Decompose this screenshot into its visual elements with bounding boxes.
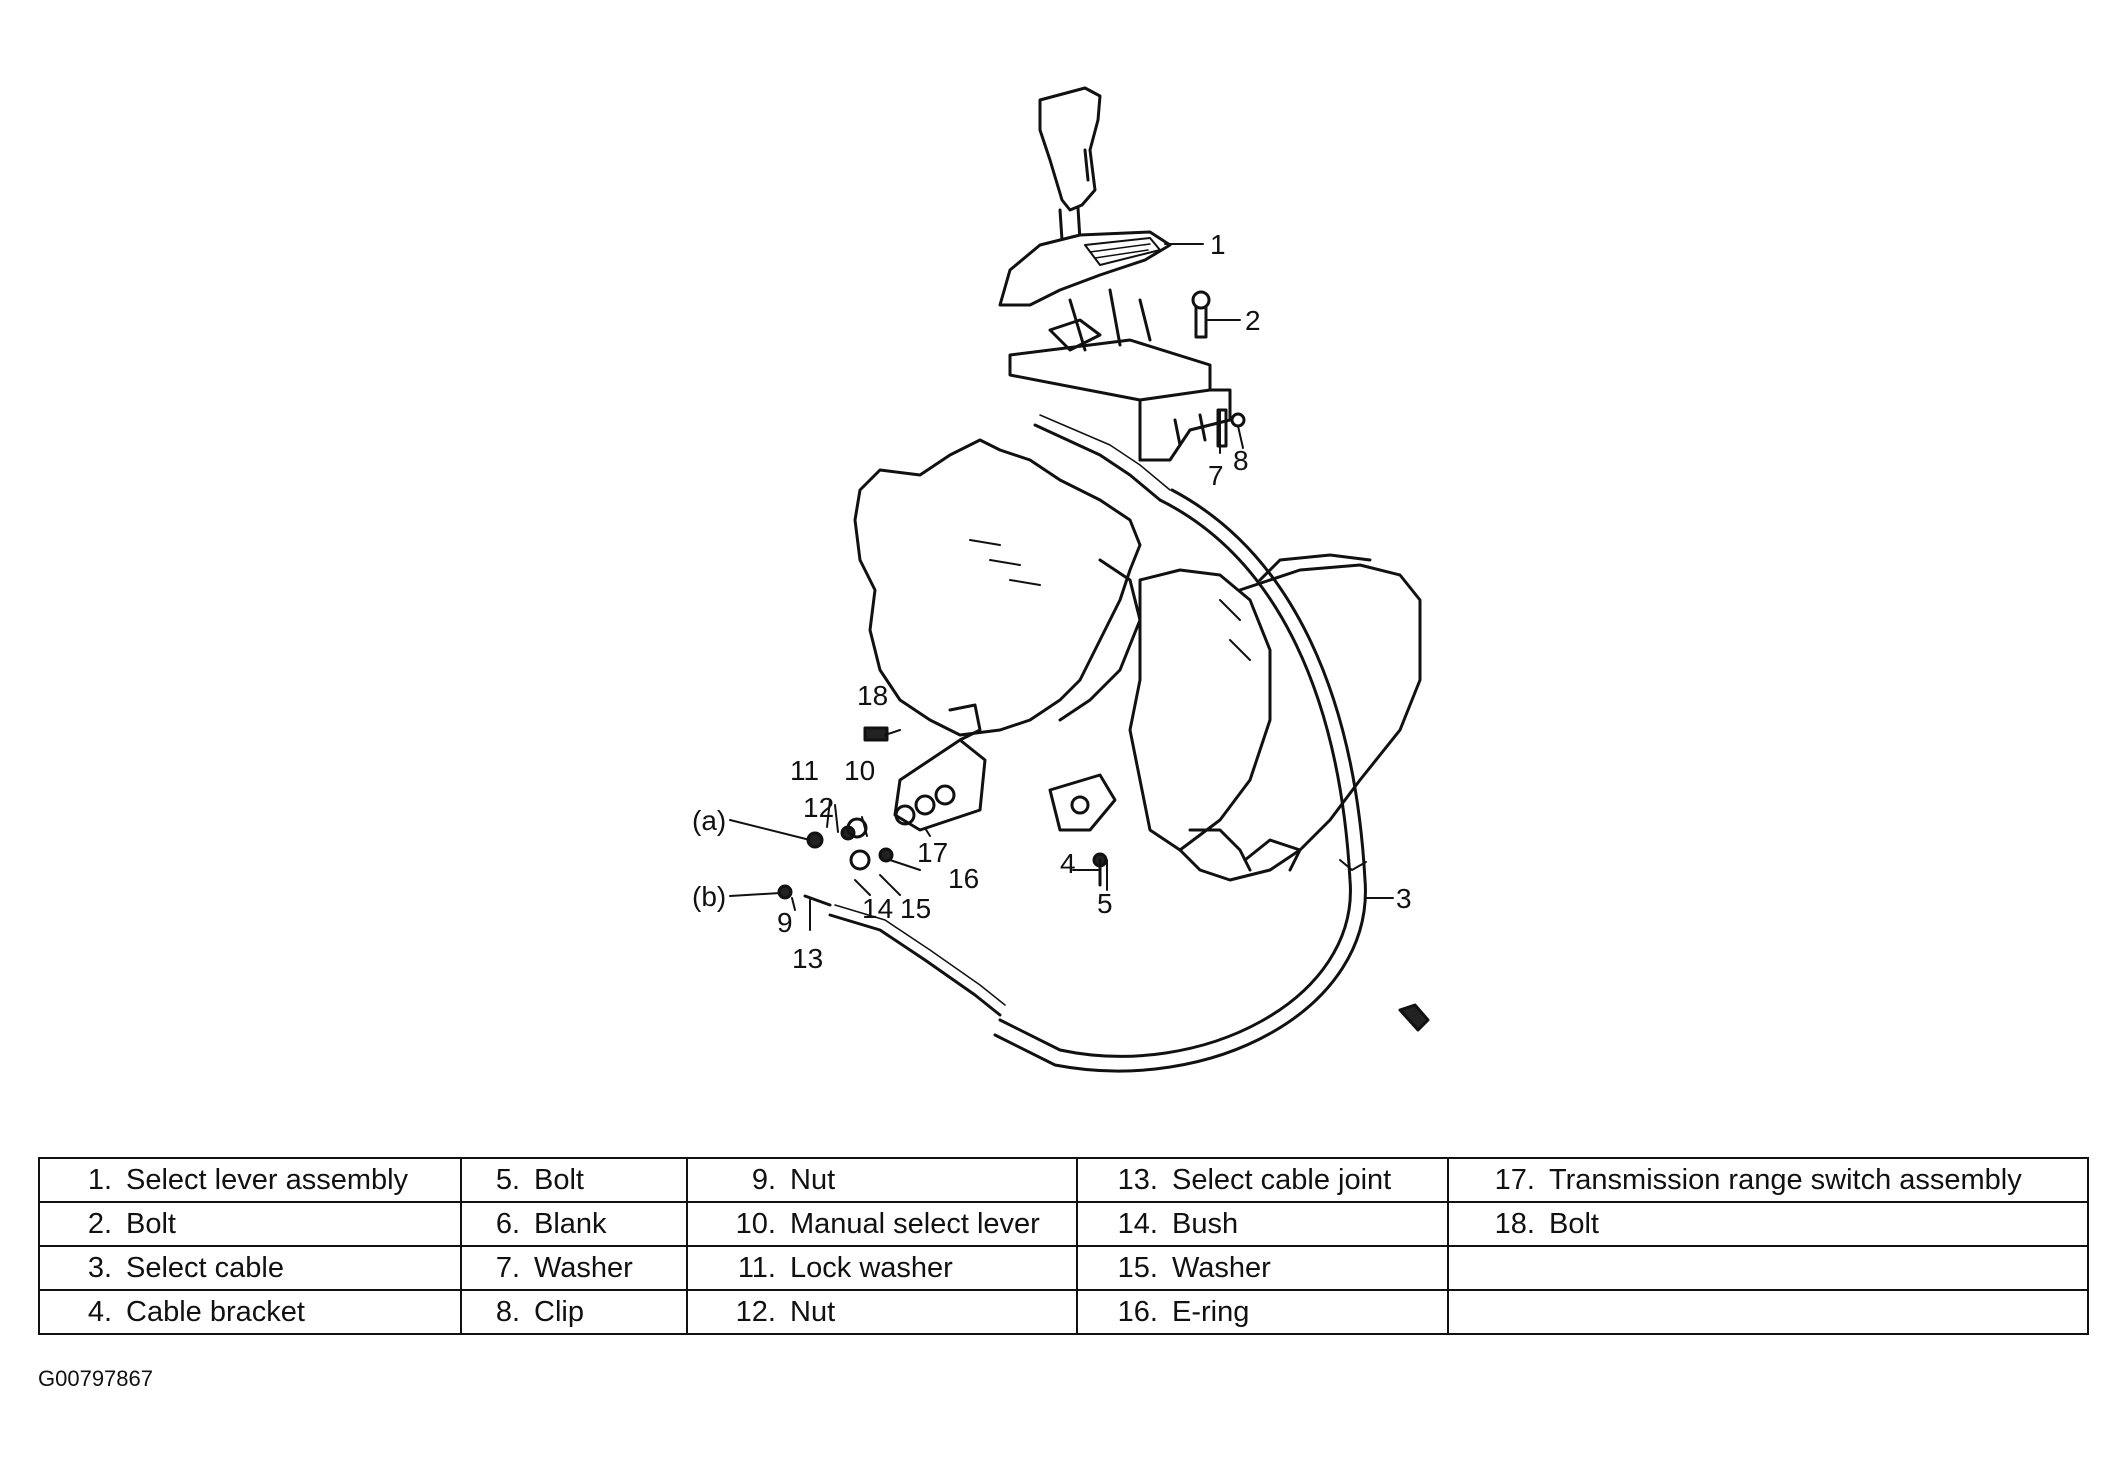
callout-1: 1 [1210,229,1226,260]
legend-cell: 18. Bolt [1447,1201,2089,1247]
legend-item-label: Select cable [126,1251,284,1284]
legend-cell: 5. Bolt [460,1157,688,1203]
legend-cell: 10. Manual select lever [686,1201,1078,1247]
exploded-view-diagram: 1 2 3 4 5 7 8 9 10 11 12 13 14 15 16 17 … [692,86,1430,1073]
legend-cell: 4. Cable bracket [38,1289,462,1335]
legend-item-number: 16. [1117,1295,1158,1328]
callout-3: 3 [1396,883,1412,914]
legend-item-number: 8. [495,1295,520,1328]
legend-cell: 14. Bush [1076,1201,1449,1247]
callout-17: 17 [917,837,948,868]
legend-cell: 3. Select cable [38,1245,462,1291]
legend-cell: 6. Blank [460,1201,688,1247]
legend-item-number: 13. [1117,1163,1158,1196]
callout-4: 4 [1060,848,1076,879]
legend-item-label: Select cable joint [1172,1163,1392,1196]
callout-a: (a) [692,805,726,836]
legend-row: 4. Cable bracket 8. Clip 12. Nut 16. E-ring [38,1289,2089,1335]
legend-item-label: Transmission range switch assembly [1549,1163,2022,1196]
legend-item-label: Nut [790,1163,836,1196]
callout-8: 8 [1233,445,1249,476]
legend-cell: 8. Clip [460,1289,688,1335]
cable-bracket-part [1048,773,1117,832]
legend-item-label: Bush [1172,1207,1239,1240]
transmission-case [853,438,1422,882]
callout-16: 16 [948,863,979,894]
select-cable [828,414,1367,1073]
legend-item-number: 12. [735,1295,776,1328]
legend-item-number: 6. [495,1207,520,1240]
legend-cell [1447,1245,2089,1291]
callout-5: 5 [1097,888,1113,919]
legend-item-number: 7. [495,1251,520,1284]
legend-cell: 13. Select cable joint [1076,1157,1449,1203]
parts-legend-table: 1. Select lever assembly 5. Bolt 9. Nut 13. Sel… [38,1157,2089,1335]
legend-item-label: Lock washer [790,1251,953,1284]
callout-7: 7 [1208,460,1224,491]
legend-item-label: Washer [1172,1251,1271,1284]
parts-legend-body: 1. Select lever assembly 5. Bolt 9. Nut 13. Sel… [38,1157,2089,1335]
callout-18: 18 [857,680,888,711]
callout-11: 11 [790,755,819,786]
callout-15: 15 [900,893,931,924]
legend-item-label: Blank [534,1207,607,1240]
legend-item-label: Cable bracket [126,1295,305,1328]
callout-12: 12 [803,792,834,823]
legend-item-label: Bolt [126,1207,176,1240]
callout-14: 14 [862,893,893,924]
legend-row: 1. Select lever assembly 5. Bolt 9. Nut 13. Sel… [38,1157,2089,1203]
leader-lines [729,243,1394,931]
range-switch-assembly [893,703,987,832]
legend-cell: 11. Lock washer [686,1245,1078,1291]
callout-13: 13 [792,943,823,974]
legend-row: 2. Bolt 6. Blank 10. Manual select lever 14. Bu… [38,1201,2089,1247]
legend-item-number: 14. [1117,1207,1158,1240]
legend-item-number: 18. [1494,1207,1535,1240]
legend-item-label: Manual select lever [790,1207,1040,1240]
legend-cell: 2. Bolt [38,1201,462,1247]
indicator-cover [998,230,1172,307]
legend-item-label: Clip [534,1295,584,1328]
legend-item-number: 1. [87,1163,112,1196]
legend-cell: 9. Nut [686,1157,1078,1203]
legend-row: 3. Select cable 7. Washer 11. Lock washer 15. W… [38,1245,2089,1291]
legend-item-label: Bolt [534,1163,584,1196]
callout-9: 9 [777,907,793,938]
legend-item-number: 3. [87,1251,112,1284]
legend-item-number: 10. [735,1207,776,1240]
legend-item-number: 9. [751,1163,776,1196]
legend-item-label: E-ring [1172,1295,1250,1328]
legend-item-number: 15. [1117,1251,1158,1284]
select-lever-knob [1038,86,1102,242]
legend-cell [1447,1289,2089,1335]
legend-cell: 7. Washer [460,1245,688,1291]
legend-item-label: Bolt [1549,1207,1599,1240]
callout-b: (b) [692,881,726,912]
legend-cell: 15. Washer [1076,1245,1449,1291]
legend-item-label: Select lever assembly [126,1163,409,1196]
legend-item-label: Washer [534,1251,633,1284]
lever-base-plate [1008,288,1232,462]
legend-cell: 17. Transmission range switch assembly [1447,1157,2089,1203]
legend-item-label: Nut [790,1295,836,1328]
callout-labels: 1 2 3 4 5 7 8 9 10 11 12 13 14 15 16 17 … [692,229,1412,974]
legend-cell: 1. Select lever assembly [38,1157,462,1203]
legend-item-number: 17. [1494,1163,1535,1196]
legend-item-number: 5. [495,1163,520,1196]
figure-id: G00797867 [38,1366,153,1391]
legend-item-number: 2. [87,1207,112,1240]
legend-item-number: 11. [737,1251,776,1284]
callout-10: 10 [844,755,875,786]
small-fasteners [777,290,1430,1032]
callout-2: 2 [1245,305,1261,336]
legend-item-number: 4. [87,1295,112,1328]
legend-cell: 12. Nut [686,1289,1078,1335]
legend-cell: 16. E-ring [1076,1289,1449,1335]
